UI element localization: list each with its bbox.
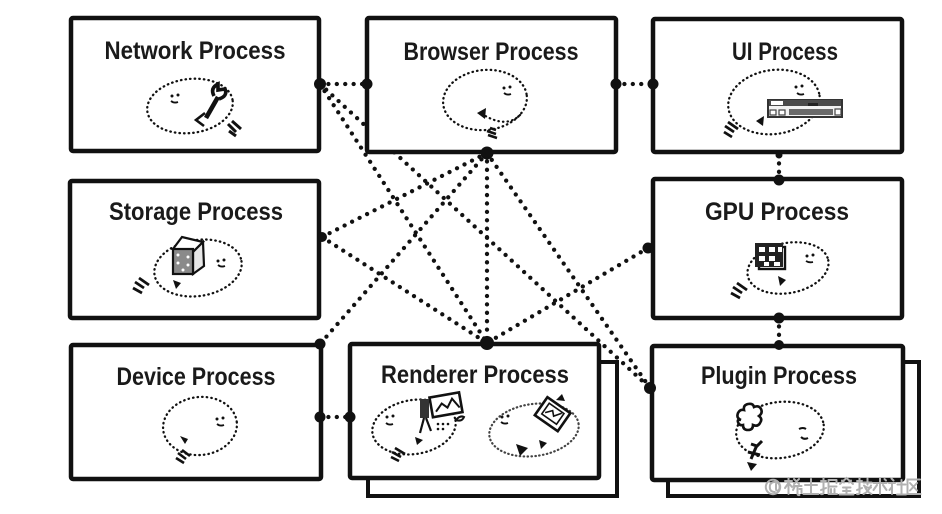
svg-text:Device Process: Device Process (117, 363, 276, 391)
svg-text:Browser Process: Browser Process (404, 38, 579, 66)
svg-text:GPU Process: GPU Process (705, 198, 849, 226)
svg-text:Plugin Process: Plugin Process (701, 362, 857, 390)
svg-text:Renderer Process: Renderer Process (381, 361, 569, 389)
svg-text:UI Process: UI Process (732, 38, 838, 66)
svg-text:Network Process: Network Process (105, 37, 286, 65)
svg-text:Storage Process: Storage Process (109, 198, 283, 226)
